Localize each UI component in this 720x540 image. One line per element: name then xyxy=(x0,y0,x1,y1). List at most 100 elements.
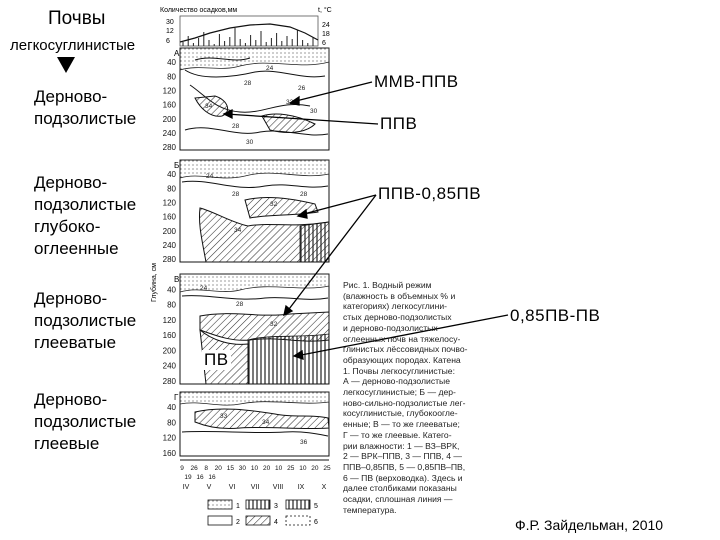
legend-swatch-1 xyxy=(207,499,233,510)
svg-text:28: 28 xyxy=(232,123,240,130)
precip-axis-label: Количество осадков,мм xyxy=(160,7,237,14)
figure-caption: Рис. 1. Водный режим (влажность в объемн… xyxy=(343,280,468,515)
temp-tick: 18 xyxy=(322,31,330,38)
callout-ppv: ППВ xyxy=(380,114,418,133)
depth-tick-label: 120 xyxy=(163,434,177,443)
panel-d-isolines: 33 34 36 xyxy=(220,413,308,446)
svg-text:34: 34 xyxy=(262,419,270,426)
author-credit: Ф.Р. Зайдельман, 2010 xyxy=(515,517,664,533)
legend-swatch-6 xyxy=(285,515,311,526)
legend-swatch-2 xyxy=(207,515,233,526)
svg-text:34: 34 xyxy=(234,227,242,234)
callout-085-pv: 0,85ПВ-ПВ xyxy=(510,306,601,325)
panel-letter: Г xyxy=(174,393,179,402)
depth-tick-label: 40 xyxy=(167,403,176,412)
depth-tick-label: 280 xyxy=(163,377,177,386)
x-month-label: VIII xyxy=(273,484,284,491)
temp-axis-label: t, °C xyxy=(318,6,332,14)
page-title: Почвы xyxy=(48,8,106,29)
depth-tick-label: 160 xyxy=(163,101,177,110)
legend-number: 2 xyxy=(236,519,240,526)
x-month-label: IX xyxy=(298,484,305,491)
temp-tick: 24 xyxy=(322,22,330,29)
depth-tick-label: 280 xyxy=(163,143,177,152)
depth-tick-label: 160 xyxy=(163,331,177,340)
depth-tick-label: 160 xyxy=(163,449,177,458)
callout-mmv-ppv: ММВ-ППВ xyxy=(374,72,459,91)
legend-swatch-4 xyxy=(245,515,271,526)
soil-label-gley: Дерново- подзолистые глеевые xyxy=(34,390,137,453)
callout-ppv-085: ППВ-0,85ПВ xyxy=(378,184,482,203)
svg-text:28: 28 xyxy=(232,191,240,198)
panel-letter: Б xyxy=(174,161,179,170)
x-month-label: VI xyxy=(229,484,236,491)
svg-text:32: 32 xyxy=(270,321,278,328)
panel-c-isolines: 24 28 32 xyxy=(200,285,278,328)
x-day-tick: 16 xyxy=(196,474,204,481)
x-day-tick: 26 xyxy=(190,465,198,472)
depth-tick-label: 200 xyxy=(163,227,177,236)
x-month-label: X xyxy=(322,484,327,491)
x-day-tick: 25 xyxy=(287,465,295,472)
depth-tick-label: 40 xyxy=(167,170,176,179)
x-month-label: VII xyxy=(251,484,260,491)
svg-text:26: 26 xyxy=(298,85,306,92)
depth-tick-label: 80 xyxy=(167,301,176,310)
panel-b-isolines: 24 28 32 28 34 xyxy=(206,173,308,234)
soil-label-deep-gleyed: Дерново- подзолистые глубоко- оглеенные xyxy=(34,173,137,258)
depth-tick-label: 240 xyxy=(163,362,177,371)
temp-tick: 6 xyxy=(322,40,326,47)
svg-text:30: 30 xyxy=(310,108,318,115)
svg-text:28: 28 xyxy=(236,301,244,308)
depth-tick-label: 200 xyxy=(163,115,177,124)
x-day-tick: 10 xyxy=(275,465,283,472)
svg-text:36: 36 xyxy=(300,439,308,446)
depth-tick-label: 120 xyxy=(163,87,177,96)
precipitation-temperature-strip: Количество осадков,мм t, °C 30 12 6 24 1… xyxy=(160,6,332,47)
svg-text:28: 28 xyxy=(244,80,252,87)
depth-axis-label: Глубина, см xyxy=(150,263,158,302)
legend-swatch-3 xyxy=(245,499,271,510)
panel-letter: В xyxy=(174,275,179,284)
depth-tick-label: 280 xyxy=(163,255,177,264)
panel-c: В 24 28 32 xyxy=(174,273,330,385)
panel-letter: А xyxy=(174,49,180,58)
x-day-tick: 25 xyxy=(323,465,331,472)
x-day-tick: 10 xyxy=(251,465,259,472)
depth-tick-label: 120 xyxy=(163,199,177,208)
x-month-label: IV xyxy=(183,484,190,491)
precip-tick: 6 xyxy=(166,38,170,45)
x-day-tick: 20 xyxy=(215,465,223,472)
svg-text:28: 28 xyxy=(300,191,308,198)
soil-label-gleyish: Дерново- подзолистые глееватые xyxy=(34,289,137,352)
legend-number: 4 xyxy=(274,519,278,526)
svg-text:30: 30 xyxy=(246,139,254,146)
depth-tick-label: 80 xyxy=(167,184,176,193)
depth-tick-label: 240 xyxy=(163,129,177,138)
legend-number: 1 xyxy=(236,503,240,510)
x-month-label: V xyxy=(207,484,212,491)
page-subtitle: легкосуглинистые xyxy=(10,37,136,54)
callout-arrows xyxy=(222,81,509,360)
depth-tick-label: 40 xyxy=(167,285,176,294)
legend: 1 3 5 2 4 6 xyxy=(207,499,318,526)
legend-swatch-5 xyxy=(285,499,311,510)
depth-tick-label: 120 xyxy=(163,316,177,325)
down-arrow-icon xyxy=(57,57,75,73)
depth-tick-label: 40 xyxy=(167,58,176,67)
svg-text:33: 33 xyxy=(220,413,228,420)
depth-tick-label: 200 xyxy=(163,346,177,355)
svg-text:24: 24 xyxy=(200,285,208,292)
depth-tick-label: 160 xyxy=(163,213,177,222)
depth-tick-label: 80 xyxy=(167,72,176,81)
x-day-tick: 20 xyxy=(263,465,271,472)
precip-tick: 30 xyxy=(166,19,174,26)
svg-text:32: 32 xyxy=(270,201,278,208)
x-day-tick: 9 xyxy=(180,465,184,472)
x-day-tick: 15 xyxy=(227,465,235,472)
panel-d: Г 33 34 36 xyxy=(174,391,330,457)
x-day-tick: 30 xyxy=(239,465,247,472)
x-day-tick: 19 xyxy=(184,474,192,481)
svg-text:24: 24 xyxy=(266,65,274,72)
x-day-tick: 10 xyxy=(299,465,307,472)
